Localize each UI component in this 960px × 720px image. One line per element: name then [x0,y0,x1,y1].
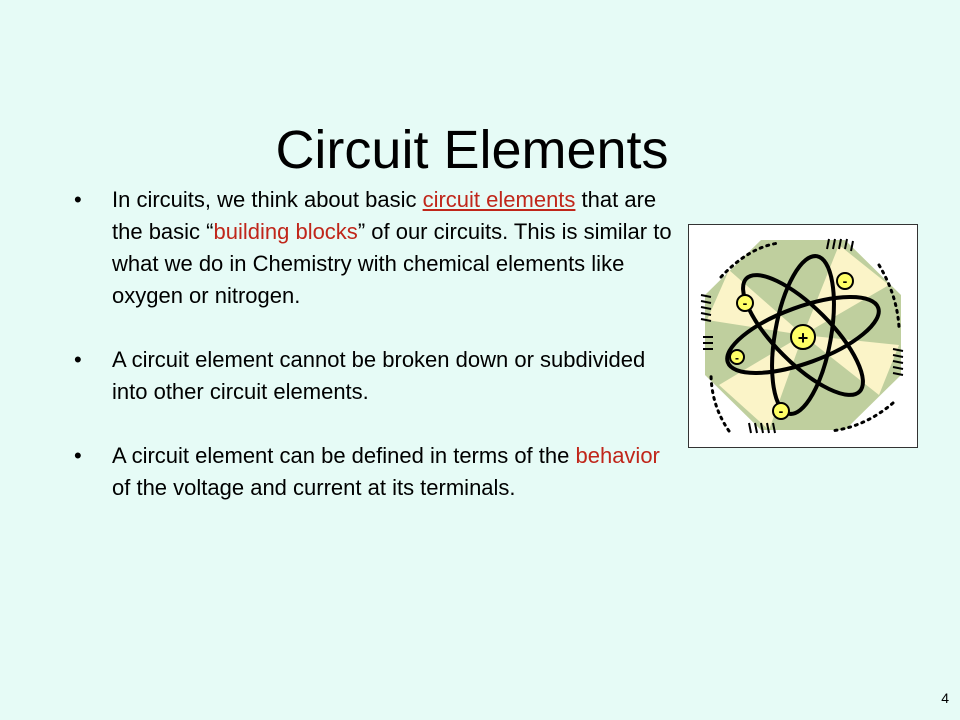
atom-petal [803,245,889,335]
atom-electron: - [736,294,754,312]
term-circuit-elements[interactable]: circuit elements [422,187,576,212]
atom-hatch [700,238,904,434]
atom-nucleus: + [790,324,816,350]
electron-label: - [735,351,739,365]
atom-image-frame: + - - - - [688,224,918,448]
atom-dots [877,263,901,329]
atom-petal [719,335,803,430]
bullet-text: that are the basic “ [112,187,657,244]
electron-label: - [743,295,748,311]
nucleus-label: + [798,328,809,348]
atom-electron: - [729,349,745,365]
atom-icon: + - - - - [700,238,904,434]
bullet-text: A circuit element cannot be broken down … [112,347,646,404]
slide-title: Circuit Elements [275,120,669,180]
atom-dots [719,241,781,279]
atom-dots [709,371,731,433]
bullet-list: In circuits, we think about basic circui… [74,184,674,504]
bullet-text: In circuits, we think about basic [112,187,423,212]
bullet-item: A circuit element cannot be broken down … [74,344,674,408]
atom-orbit [725,295,881,375]
page-number: 4 [941,690,949,706]
atom-orbits [725,254,881,416]
electron-label: - [843,273,848,289]
atom-orbit [741,273,865,397]
bullet-item: In circuits, we think about basic circui… [74,184,674,312]
atom-electron: - [772,402,790,420]
bullet-text: of the voltage and current at its termin… [112,475,516,500]
atom-dots [829,401,895,433]
bullet-item: A circuit element can be defined in term… [74,440,674,504]
atom-electron: - [836,272,854,290]
bullet-text: ” of our circuits. This is similar to wh… [112,219,672,308]
electron-label: - [779,403,784,419]
term-behavior: behavior [575,443,660,468]
term-building-blocks: building blocks [213,219,358,244]
bullet-text: A circuit element can be defined in term… [112,443,576,468]
